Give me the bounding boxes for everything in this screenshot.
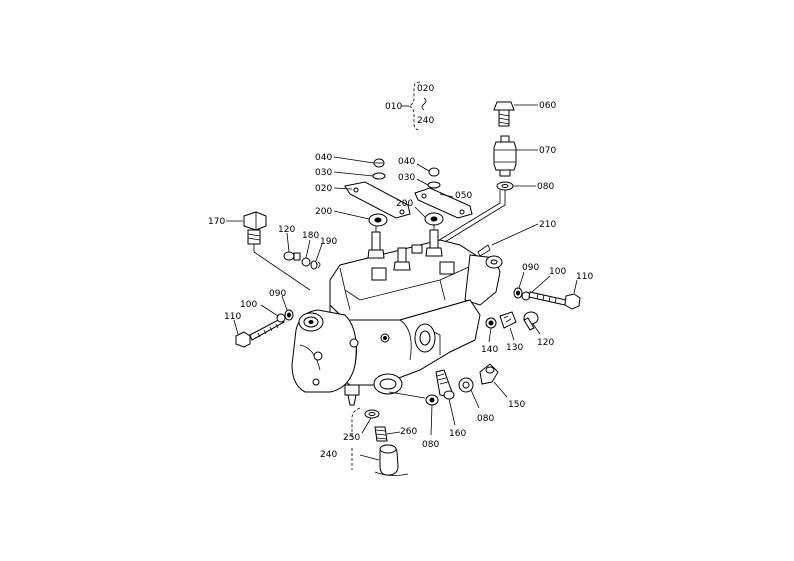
label-080-low: 080 (422, 440, 439, 450)
label-010: 010 (385, 102, 402, 112)
label-100-left: 100 (240, 300, 257, 310)
fittings-120-180-190 (283, 251, 321, 270)
label-120-left: 120 (278, 225, 295, 235)
label-110-right: 110 (576, 272, 593, 282)
label-030-left: 030 (315, 168, 332, 178)
assembly-group-010 (401, 81, 427, 131)
label-250: 250 (343, 433, 360, 443)
label-120-right: 120 (537, 338, 554, 348)
label-080-bottom: 080 (477, 414, 494, 424)
label-040-mid: 040 (398, 157, 415, 167)
label-020-top: 020 (417, 84, 434, 94)
label-140: 140 (481, 345, 498, 355)
left-clamp-set (344, 158, 411, 227)
label-020-left: 020 (315, 184, 332, 194)
label-100-right: 100 (549, 267, 566, 277)
label-180: 180 (302, 231, 319, 241)
label-240-bottom: 240 (320, 450, 337, 460)
label-150: 150 (508, 400, 525, 410)
label-090-right: 090 (522, 263, 539, 273)
label-070: 070 (539, 146, 556, 156)
label-200-left: 200 (315, 207, 332, 217)
label-130: 130 (506, 343, 523, 353)
label-200-mid: 200 (396, 199, 413, 209)
delivery-valve-stack (493, 101, 517, 191)
left-bolt-set (235, 309, 294, 348)
label-260: 260 (400, 427, 417, 437)
label-050: 050 (455, 191, 472, 201)
label-030-mid: 030 (398, 173, 415, 183)
label-210: 210 (539, 220, 556, 230)
bolt-170 (243, 211, 267, 245)
label-060: 060 (539, 101, 556, 111)
bottom-plug-group (351, 407, 409, 476)
right-fittings-140-130-120 (485, 311, 539, 331)
label-040-left: 040 (315, 153, 332, 163)
label-240-top: 240 (417, 116, 434, 126)
label-160: 160 (449, 429, 466, 439)
middle-clamp-set (414, 167, 473, 226)
label-110-left: 110 (224, 312, 241, 322)
label-090-left: 090 (269, 289, 286, 299)
label-190: 190 (320, 237, 337, 247)
label-080-right: 080 (537, 182, 554, 192)
right-bolt-set (513, 287, 581, 310)
bottom-fittings (425, 363, 499, 406)
injection-pump-body (291, 224, 503, 406)
label-170: 170 (208, 217, 225, 227)
